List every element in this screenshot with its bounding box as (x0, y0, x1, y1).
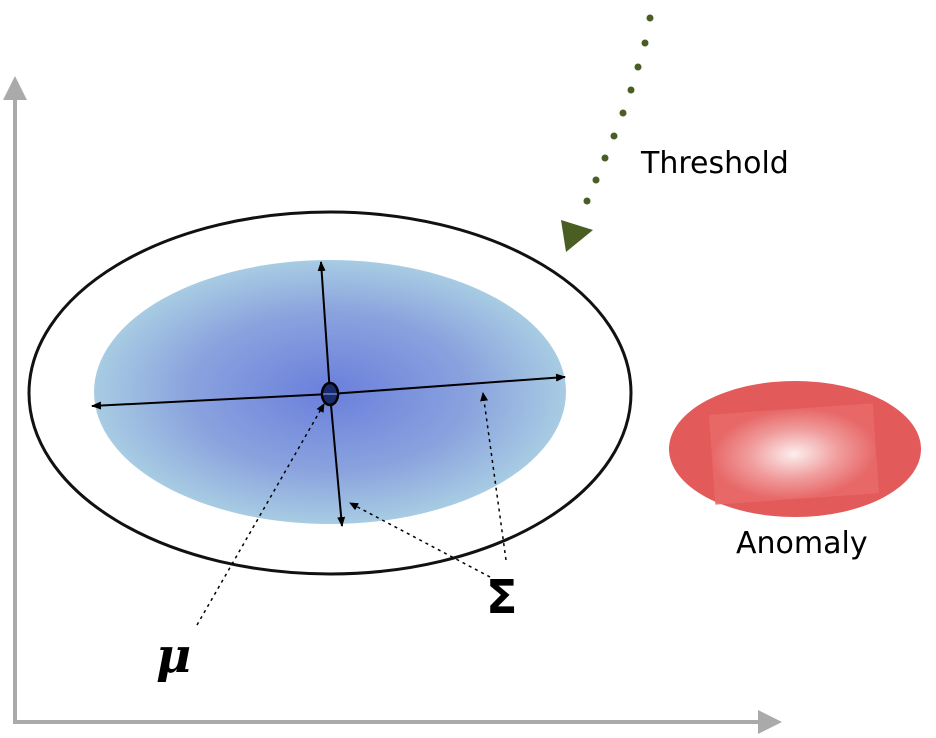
threshold-ellipse (27, 210, 633, 576)
sigma-symbol: Σ (486, 570, 517, 624)
major-axis-arrow-left (91, 393, 331, 410)
sigma-pointer-major (480, 392, 507, 561)
minor-axis-arrow-up (317, 261, 331, 395)
threshold-arrow (561, 14, 654, 252)
mu-pointer (196, 403, 325, 626)
minor-axis-arrow-down (329, 393, 346, 527)
y-axis-arrowhead (3, 76, 27, 100)
mean-marker (320, 381, 340, 407)
anomaly-label: Anomaly (736, 526, 868, 561)
anomaly-blob (669, 381, 921, 517)
sigma-pointer-minor (349, 502, 491, 578)
threshold-arrowhead (561, 220, 593, 252)
annotation-lines (196, 392, 507, 626)
covariance-axes (91, 261, 566, 527)
major-axis-arrow (329, 373, 566, 395)
x-axis-arrowhead (758, 710, 782, 734)
threshold-label: Threshold (640, 146, 789, 181)
axes (3, 76, 782, 734)
mu-symbol: μ (156, 628, 191, 684)
